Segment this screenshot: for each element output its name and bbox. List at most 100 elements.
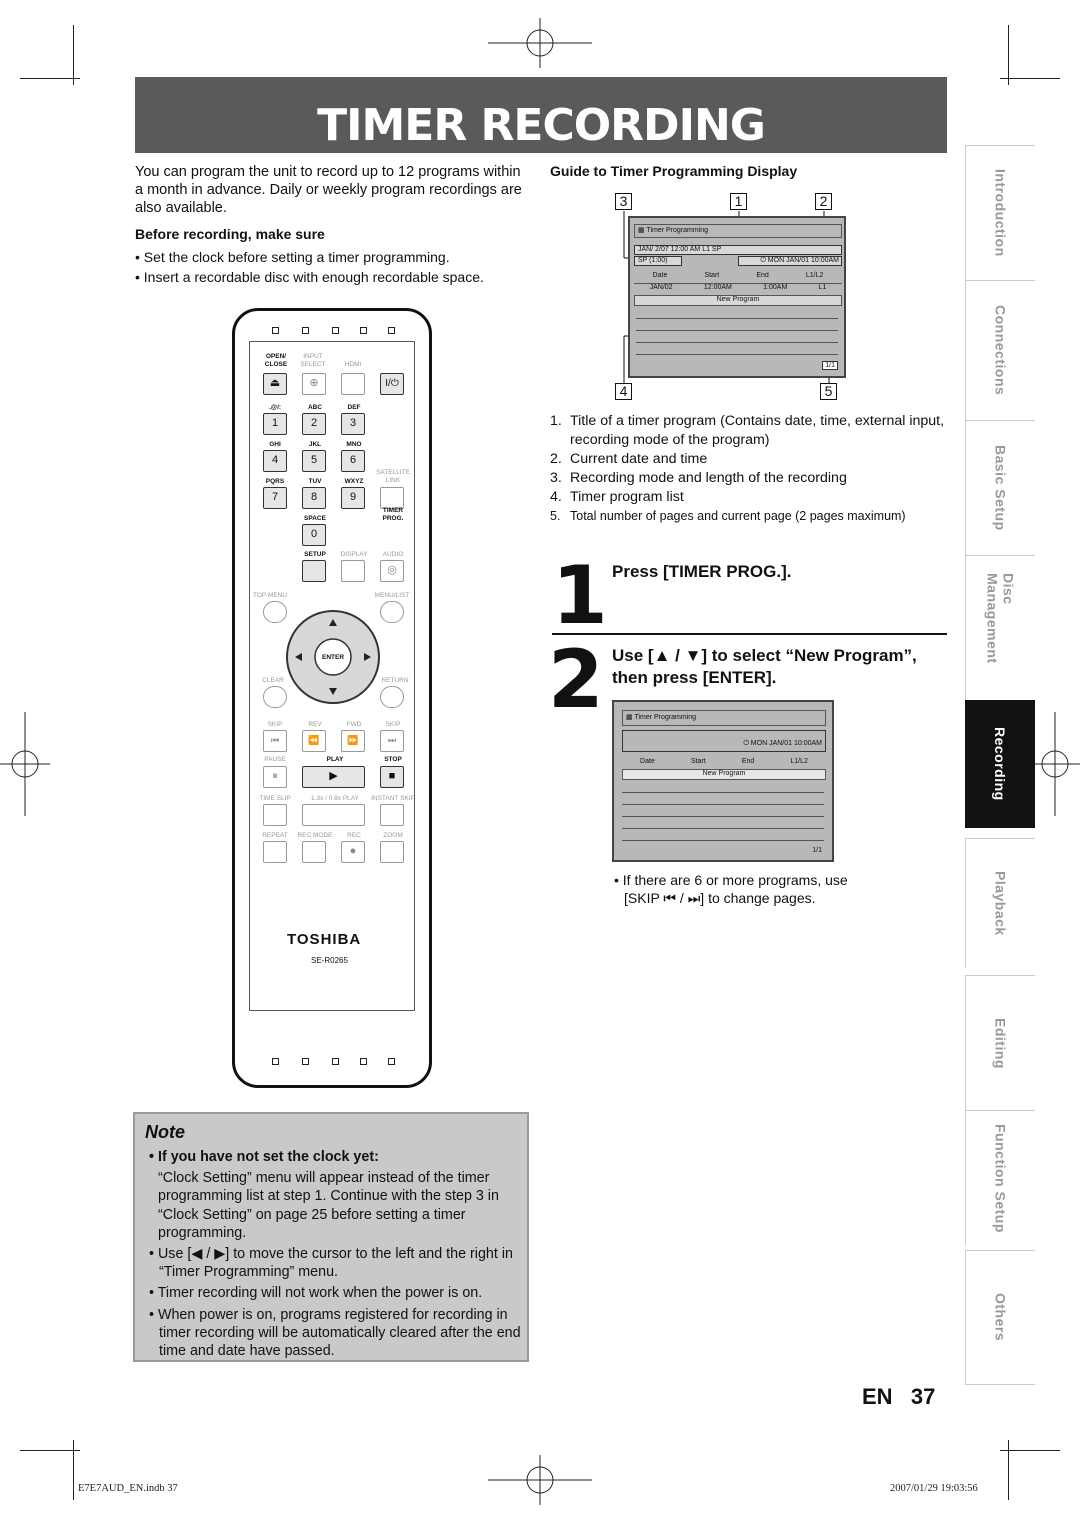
- digit-3-button[interactable]: 3: [341, 413, 365, 435]
- display-button[interactable]: [341, 560, 365, 582]
- title-banner: TIMER RECORDING: [135, 77, 947, 153]
- list-line: [622, 816, 824, 817]
- skip-back-button[interactable]: ⏮: [263, 730, 287, 752]
- callout-1: 1: [730, 193, 747, 210]
- step-2-note-line2: [SKIP ⏮ / ⏭] to change pages.: [624, 890, 816, 906]
- repeat-button[interactable]: [263, 841, 287, 863]
- crop-mark: [1000, 1450, 1060, 1451]
- skip-forward-button[interactable]: ⏭: [380, 730, 404, 752]
- label-k6: MNO: [346, 441, 362, 448]
- remote-dot: [332, 1058, 339, 1065]
- step-2-note: • If there are 6 or more programs, use […: [614, 871, 848, 907]
- digit-5-button[interactable]: 5: [302, 450, 326, 472]
- play-button[interactable]: ▶: [302, 766, 365, 788]
- sidebar-tab-label: Introduction: [992, 169, 1009, 257]
- top-menu-button[interactable]: [263, 601, 287, 623]
- satellite-link-button[interactable]: [380, 487, 404, 509]
- label-input-select: INPUT SELECT: [300, 353, 326, 368]
- zoom-button[interactable]: [380, 841, 404, 863]
- sidebar-tab-playback[interactable]: Playback: [965, 838, 1035, 968]
- sidebar-tab-label: Disc Management: [984, 573, 1017, 664]
- note-item-text: When power is on, programs registered fo…: [157, 1306, 521, 1360]
- remote-dot: [332, 327, 339, 334]
- legend-list: 1.Title of a timer program (Contains dat…: [550, 412, 950, 526]
- col-start: Start: [690, 758, 706, 765]
- rev-button[interactable]: ⏪: [302, 730, 326, 752]
- sidebar-tab-recording[interactable]: Recording: [965, 700, 1035, 828]
- timer-programming-screen-1: ▦ Timer Programming JAN/ 2/07 12:00 AM L…: [628, 216, 846, 378]
- note-heading: • If you have not set the clock yet:: [149, 1149, 379, 1165]
- remote-dot: [360, 327, 367, 334]
- screen2-columns: Date Start End L1/L2: [622, 758, 826, 769]
- enter-button[interactable]: ENTER: [321, 654, 345, 661]
- sidebar-tab-function-setup[interactable]: Function Setup: [965, 1110, 1035, 1245]
- return-button[interactable]: [380, 686, 404, 708]
- power-button[interactable]: I/⏻: [380, 373, 404, 395]
- callout-2: 2: [815, 193, 832, 210]
- rec-mode-button[interactable]: [302, 841, 326, 863]
- audio-button[interactable]: ◎: [380, 560, 404, 582]
- list-line: [636, 354, 838, 355]
- screen2-header: ▦ Timer Programming: [622, 710, 826, 726]
- legend-item: 4.Timer program list: [550, 488, 950, 507]
- entry-start: 12:00AM: [703, 284, 732, 291]
- digit-1-button[interactable]: 1: [263, 413, 287, 435]
- menu-list-button[interactable]: [380, 601, 404, 623]
- step-divider: [552, 633, 947, 635]
- remote-dot: [302, 1058, 309, 1065]
- digit-0-button[interactable]: 0: [302, 524, 326, 546]
- fwd-button[interactable]: ⏩: [341, 730, 365, 752]
- setup-button[interactable]: [302, 560, 326, 582]
- col-end: End: [741, 758, 755, 765]
- label-repeat: REPEAT: [262, 832, 288, 839]
- screen2-new-program[interactable]: New Program: [622, 769, 826, 780]
- digit-2-button[interactable]: 2: [302, 413, 326, 435]
- input-select-button[interactable]: ⊕: [302, 373, 326, 395]
- sidebar-tab-introduction[interactable]: Introduction: [965, 145, 1035, 280]
- digit-8-button[interactable]: 8: [302, 487, 326, 509]
- label-clear: CLEAR: [262, 677, 284, 684]
- screen1-header: ▦ Timer Programming: [638, 227, 709, 234]
- stop-button[interactable]: ■: [380, 766, 404, 788]
- screen1-entry-row: JAN/02 12:00AM 1:00AM L1: [634, 283, 842, 294]
- sidebar-tab-others[interactable]: Others: [965, 1250, 1035, 1385]
- digit-7-button[interactable]: 7: [263, 487, 287, 509]
- sidebar-tab-editing[interactable]: Editing: [965, 975, 1035, 1110]
- sidebar-tab-connections[interactable]: Connections: [965, 280, 1035, 420]
- time-slip-button[interactable]: [263, 804, 287, 826]
- note-item: • When power is on, programs registered …: [149, 1306, 521, 1360]
- sidebar-tab-disc-management[interactable]: Disc Management: [965, 555, 1035, 700]
- note-item-text: Use [◀ / ▶] to move the cursor to the le…: [157, 1246, 513, 1281]
- crop-mark: [73, 1440, 74, 1500]
- label-k7: PQRS: [265, 478, 285, 485]
- label-k2: ABC: [307, 404, 323, 411]
- instant-skip-button[interactable]: [380, 804, 404, 826]
- col-date: Date: [652, 272, 668, 279]
- pause-button[interactable]: ⏸: [263, 766, 287, 788]
- col-start: Start: [704, 272, 720, 279]
- label-k5: JKL: [308, 441, 322, 448]
- screen1-columns: Date Start End L1/L2: [634, 272, 842, 283]
- digit-6-button[interactable]: 6: [341, 450, 365, 472]
- dpad[interactable]: [285, 609, 381, 705]
- digit-4-button[interactable]: 4: [263, 450, 287, 472]
- sidebar-tab-basic-setup[interactable]: Basic Setup: [965, 420, 1035, 555]
- col-input: L1/L2: [790, 758, 808, 765]
- label-rec: REC: [347, 832, 361, 839]
- label-k1: .@/:: [268, 404, 282, 411]
- intro-bullet: • Set the clock before setting a timer p…: [135, 249, 450, 265]
- play-speed-button[interactable]: [302, 804, 365, 826]
- clear-button[interactable]: [263, 686, 287, 708]
- page-title: TIMER RECORDING: [317, 100, 766, 151]
- registration-mark-bottom: [488, 1455, 592, 1505]
- label-space: SPACE: [304, 515, 326, 522]
- screen2-clock: ⏻ MON JAN/01 10:00AM: [743, 740, 822, 747]
- digit-9-button[interactable]: 9: [341, 487, 365, 509]
- sidebar-tab-label: Recording: [992, 727, 1008, 801]
- hdmi-button[interactable]: [341, 373, 365, 395]
- screen1-rec-mode: SP (1:00): [634, 256, 682, 266]
- guide-title: Guide to Timer Programming Display: [550, 163, 798, 179]
- screen1-clock: ⏻ MON JAN/01 10:00AM: [738, 256, 842, 266]
- rec-button[interactable]: ●: [341, 841, 365, 863]
- open-close-button[interactable]: ⏏: [263, 373, 287, 395]
